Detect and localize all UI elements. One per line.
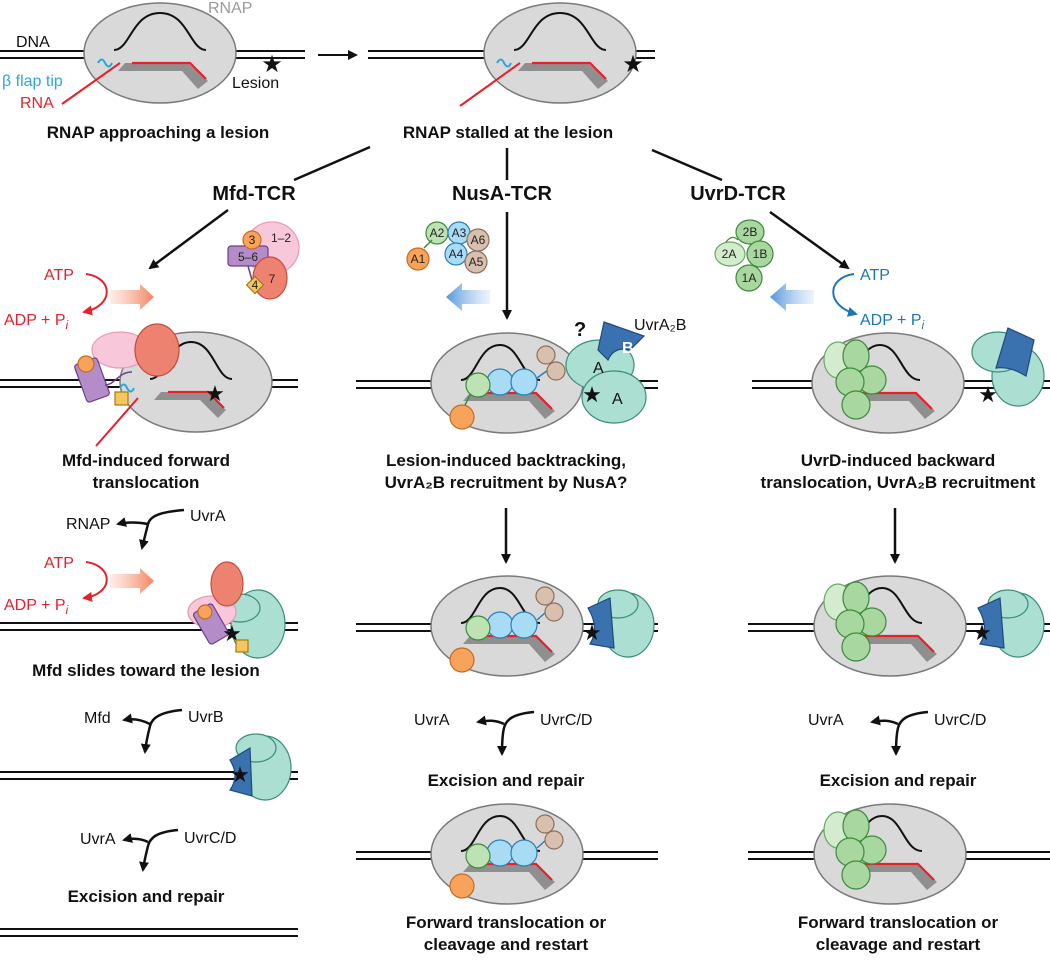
nusa-domain-a3: A3: [452, 226, 467, 240]
mfd-adp-2: ADP + Pi: [4, 597, 69, 617]
flow-uvra-release-nusa: UvrA: [414, 712, 450, 729]
flow-uvrcd-in-nusa: UvrC/D: [540, 712, 592, 729]
lesion-star-icon: ★: [261, 51, 283, 78]
pathway-mfd-tcr: Mfd-TCR: [212, 183, 296, 205]
beta-flap-tip-icon: [97, 58, 113, 68]
svg-text:★: ★: [972, 620, 992, 645]
caption-nusa-back-1: Lesion-induced backtracking,: [386, 451, 626, 470]
caption-excision-nusa: Excision and repair: [428, 771, 585, 790]
nusa-domain-a1: A1: [411, 252, 426, 266]
caption-mfd-forward-2: translocation: [93, 473, 200, 492]
svg-text:★: ★: [978, 382, 998, 407]
flow-mfd-release: Mfd: [84, 710, 111, 727]
uvrd-domain-1b: 1B: [753, 247, 768, 261]
mfd-atp-cycle-2: [82, 561, 108, 602]
mfd-energy-arrow-1: [110, 284, 154, 310]
uvrd-uvra2b-complex: ★: [748, 575, 1050, 677]
rnap-label: RNAP: [208, 0, 252, 17]
flow-uvra-release-mfd: UvrA: [80, 831, 116, 848]
nusa-domain-a5: A5: [469, 255, 484, 269]
mfd-domain-4: 4: [252, 278, 259, 292]
svg-text:★: ★: [582, 620, 602, 645]
uvra-letter-1: A: [593, 360, 604, 377]
caption-stalled: RNAP stalled at the lesion: [403, 123, 613, 142]
uvrd-domain-2b: 2B: [743, 225, 758, 239]
arrow-uvrd-bind: [769, 210, 850, 270]
mfd-engaged-complex: ★: [0, 323, 298, 447]
uvra2b-label: UvrA₂B: [634, 317, 686, 334]
flow-uvrcd-in-mfd: UvrC/D: [184, 830, 236, 847]
caption-excision-mfd: Excision and repair: [68, 887, 225, 906]
mfd-protein: [227, 221, 300, 300]
svg-text:★: ★: [582, 382, 602, 407]
nusa-bind-arrow: [446, 283, 490, 311]
rnap-stalled-complex: ★: [368, 1, 655, 107]
nusa-restart-complex: [356, 803, 658, 905]
nusa-uvra2b-complex: ★: [356, 575, 658, 677]
mfd-sliding-complex: ★: [0, 561, 298, 659]
flow-uvrcd-in-uvrd: UvrC/D: [934, 712, 986, 729]
flow-uvra-release-uvrd: UvrA: [808, 712, 844, 729]
uvrd-backtracked-complex: ★: [752, 327, 1050, 434]
caption-approaching: RNAP approaching a lesion: [47, 123, 270, 142]
nusa-domain-a2: A2: [430, 226, 445, 240]
nusa-backtracked-complex: ★: [356, 321, 658, 434]
caption-mfd-forward-1: Mfd-induced forward: [62, 451, 230, 470]
svg-text:★: ★: [230, 762, 250, 787]
branch-uvrd: [651, 148, 723, 182]
uvrd-atp: ATP: [860, 267, 890, 284]
mfd-atp-1: ATP: [44, 267, 74, 284]
uvrd-bind-arrow: [770, 283, 814, 311]
uvrd-protein: [714, 219, 774, 292]
rna-label: RNA: [20, 95, 54, 112]
caption-uvrd-back-2: translocation, UvrA₂B recruitment: [761, 473, 1036, 492]
uvrd-adp: ADP + Pi: [860, 312, 925, 332]
caption-mfd-slides: Mfd slides toward the lesion: [32, 661, 260, 680]
caption-restart-nusa-2: cleavage and restart: [424, 935, 589, 954]
caption-uvrd-back-1: UvrD-induced backward: [801, 451, 996, 470]
uvra-letter-2: A: [612, 391, 623, 408]
uvrd-atp-cycle: [832, 273, 858, 317]
caption-restart-uvrd-1: Forward translocation or: [798, 913, 999, 932]
arrow-mfd-bind: [148, 208, 229, 270]
mfd-domain-3: 3: [249, 233, 256, 247]
mfd-domain-5-6: 5–6: [238, 250, 258, 264]
mfd-atp-cycle-1: [82, 273, 108, 316]
lesion-label: Lesion: [232, 75, 279, 92]
rna-strand: [61, 62, 121, 105]
flow-uvra-in-1: UvrA: [190, 508, 226, 525]
uvrd-domain-2a: 2A: [722, 247, 737, 261]
uvrd-domain-1a: 1A: [742, 271, 757, 285]
question-mark: ?: [574, 319, 586, 341]
svg-text:★: ★: [205, 381, 225, 406]
nusa-domain-a4: A4: [449, 247, 464, 261]
dna-label: DNA: [16, 34, 50, 51]
pathway-nusa-tcr: NusA-TCR: [452, 183, 553, 205]
uvrd-restart-complex: [748, 803, 1050, 905]
nusa-protein: [406, 221, 490, 274]
mfd-atp-2: ATP: [44, 555, 74, 572]
mfd-energy-arrow-2: [110, 568, 154, 594]
beta-flap-tip-label: β flap tip: [2, 73, 63, 90]
caption-excision-uvrd: Excision and repair: [820, 771, 977, 790]
branch-mfd: [293, 145, 371, 182]
flow-uvrb-in: UvrB: [188, 709, 224, 726]
mfd-domain-1-2: 1–2: [271, 231, 291, 245]
nusa-domain-a6: A6: [471, 233, 486, 247]
flow-rnap-release: RNAP: [66, 516, 110, 533]
mfd-domain-7: 7: [269, 272, 276, 286]
caption-nusa-back-2: UvrA₂B recruitment by NusA?: [385, 473, 628, 492]
uvrb-lesion-complex: ★: [0, 733, 298, 801]
pathway-uvrd-tcr: UvrD-TCR: [690, 183, 786, 205]
caption-restart-nusa-1: Forward translocation or: [406, 913, 607, 932]
caption-restart-uvrd-2: cleavage and restart: [816, 935, 981, 954]
uvrb-letter: B: [622, 340, 634, 357]
lesion-star-icon: ★: [622, 51, 644, 78]
mfd-adp-1: ADP + Pi: [4, 312, 69, 332]
rnap-approaching-complex: ★: [0, 1, 305, 105]
